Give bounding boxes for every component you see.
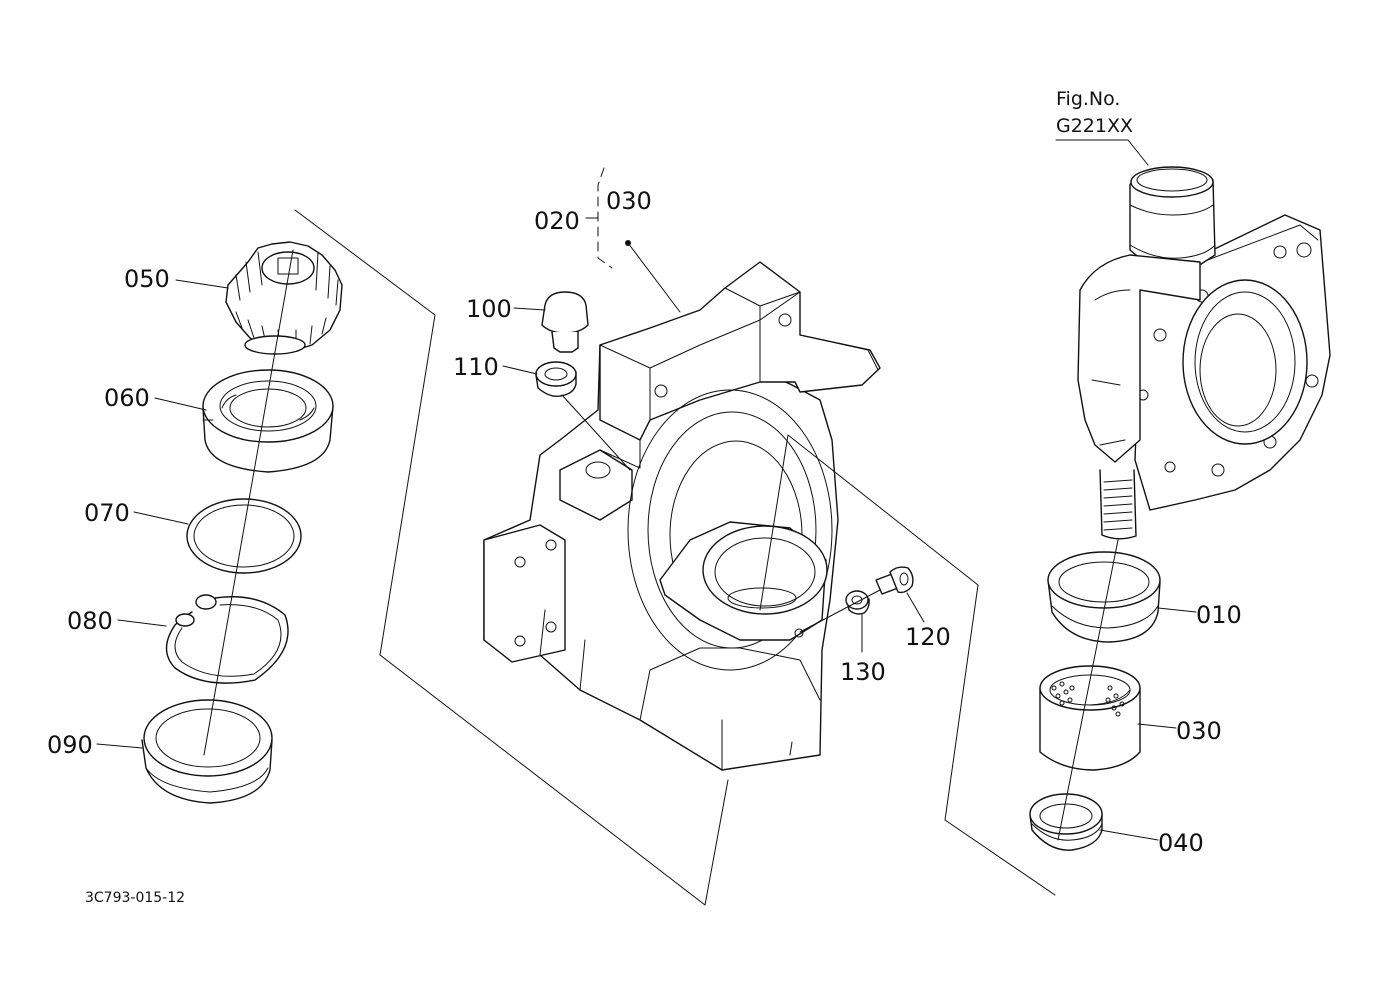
leader-120 bbox=[906, 592, 925, 623]
part-label-030-housing: 030 bbox=[606, 187, 652, 215]
leader-070 bbox=[133, 511, 189, 525]
part-label-100: 100 bbox=[466, 295, 512, 323]
steering-knuckle bbox=[1077, 166, 1331, 540]
axis-120-130 bbox=[799, 589, 881, 633]
fig-no-label: Fig.No. bbox=[1056, 88, 1120, 110]
leader-030-body bbox=[627, 242, 681, 313]
diagram-reference: 3C793-015-12 bbox=[85, 890, 185, 906]
left-group-bracket bbox=[294, 209, 729, 906]
ball-bearing-060 bbox=[202, 369, 334, 473]
fig-code-label: G221XX bbox=[1056, 115, 1133, 137]
leader-030-bush bbox=[1137, 723, 1177, 729]
circlip-080 bbox=[165, 594, 289, 684]
bolt-hole-mark bbox=[794, 628, 804, 638]
part-label-010: 010 bbox=[1196, 601, 1242, 629]
part-label-070: 070 bbox=[84, 499, 130, 527]
bolt-120 bbox=[875, 566, 914, 595]
leader-fig bbox=[1127, 139, 1149, 166]
leader-010 bbox=[1157, 607, 1197, 613]
leader-080 bbox=[117, 619, 167, 627]
centre-group-bracket bbox=[759, 434, 1056, 896]
leader-040 bbox=[1099, 829, 1159, 841]
part-label-090: 090 bbox=[47, 731, 93, 759]
washer-130 bbox=[845, 590, 870, 615]
leader-060 bbox=[154, 397, 207, 411]
part-label-050: 050 bbox=[124, 265, 170, 293]
part-label-060: 060 bbox=[104, 384, 150, 412]
part-label-030-bush: 030 bbox=[1176, 717, 1222, 745]
bearing-cup-010 bbox=[1047, 551, 1161, 643]
leader-090 bbox=[96, 743, 143, 749]
axis-100-110 bbox=[561, 394, 631, 471]
part-label-080: 080 bbox=[67, 607, 113, 635]
part-label-110: 110 bbox=[453, 353, 499, 381]
bushing-030 bbox=[1039, 665, 1141, 771]
leader-110 bbox=[502, 365, 538, 375]
washer-110 bbox=[535, 361, 577, 398]
right-stack-axis bbox=[1057, 539, 1119, 841]
part-label-040: 040 bbox=[1158, 829, 1204, 857]
left-stack-axis bbox=[203, 249, 294, 756]
plug-100 bbox=[541, 291, 589, 353]
part-label-130: 130 bbox=[840, 658, 886, 686]
part-label-120: 120 bbox=[905, 623, 951, 651]
leader-100 bbox=[513, 307, 546, 311]
part-label-020: 020 bbox=[534, 207, 580, 235]
brace-020-030 bbox=[597, 167, 613, 269]
o-ring-070 bbox=[186, 498, 302, 574]
leader-050 bbox=[175, 279, 229, 289]
bevel-gear-050 bbox=[225, 241, 343, 355]
oil-seal-090 bbox=[141, 699, 273, 804]
seal-040 bbox=[1029, 793, 1103, 851]
gear-case-housing-020 bbox=[483, 261, 881, 771]
